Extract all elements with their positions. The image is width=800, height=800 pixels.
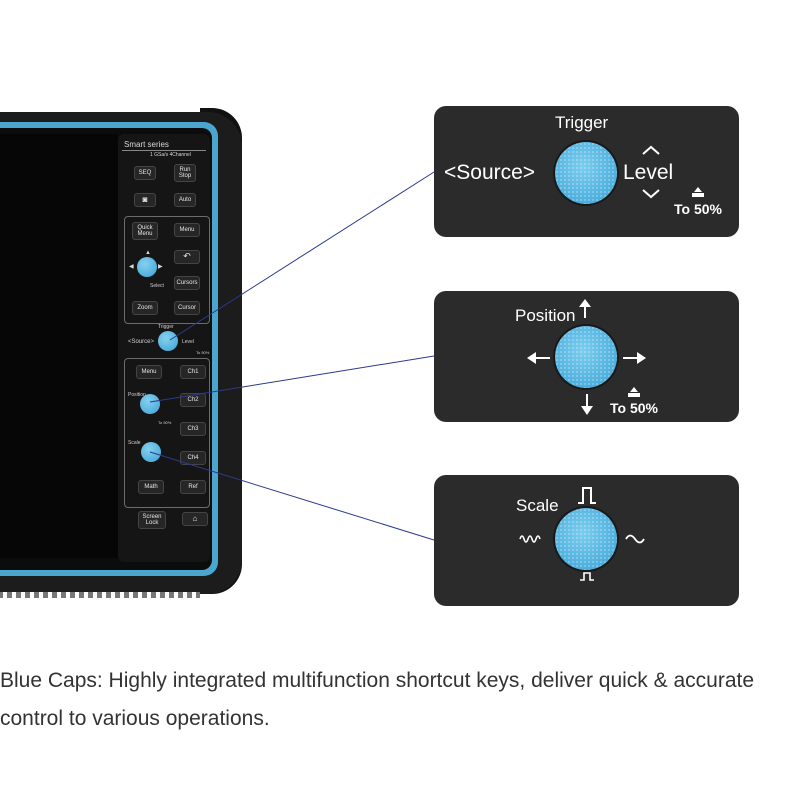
right-arrow-icon: ▶	[158, 264, 163, 270]
scale-label: Scale	[128, 440, 141, 446]
home-icon: ⌂	[192, 513, 198, 523]
caption-text: Blue Caps: Highly integrated multifuncti…	[0, 669, 755, 730]
ref-button[interactable]: Ref	[180, 480, 206, 494]
sine-wave-dense-icon	[519, 535, 541, 543]
spec-label: 1 GSa/s 4Channel	[150, 152, 191, 158]
level-label: Level	[182, 339, 194, 345]
position-knob-large	[555, 326, 617, 388]
scale-knob-large	[555, 508, 617, 570]
series-divider	[122, 150, 206, 151]
arrow-up-icon	[579, 299, 591, 318]
device-grip	[0, 592, 200, 598]
arrow-down-icon	[581, 394, 593, 415]
ch1-button[interactable]: Ch1	[180, 365, 206, 379]
left-arrow-icon: ◀	[129, 264, 134, 270]
callout-source-label: <Source>	[444, 161, 536, 184]
trigger-leader-line	[169, 171, 435, 341]
to50-label: To 50%	[158, 420, 172, 425]
zoom-button[interactable]: Zoom	[132, 301, 158, 315]
pulse-narrow-icon	[580, 572, 594, 581]
ch3-button[interactable]: Ch3	[180, 422, 206, 436]
push-icon	[628, 387, 640, 397]
scale-leader-line	[149, 451, 435, 541]
screen-lock-button[interactable]: Screen Lock	[138, 511, 166, 529]
chevron-down-icon	[642, 189, 660, 199]
quick-menu-button[interactable]: Quick Menu	[132, 222, 158, 240]
arrow-right-icon	[623, 352, 646, 364]
home-button[interactable]: ⌂	[182, 512, 208, 526]
channel-menu-button[interactable]: Menu	[136, 365, 162, 379]
arrow-left-icon	[527, 352, 550, 364]
up-arrow-icon: ▲	[145, 250, 151, 256]
source-label: <Source>	[128, 339, 155, 345]
trigger-label: Trigger	[158, 324, 174, 330]
to50-label: To 50%	[196, 350, 210, 355]
ch4-button[interactable]: Ch4	[180, 451, 206, 465]
pulse-wave-icon	[578, 487, 596, 504]
sine-wave-icon	[625, 534, 645, 544]
auto-button[interactable]: Auto	[174, 193, 196, 207]
callout-trigger-title: Trigger	[555, 113, 609, 132]
menu-button[interactable]: Menu	[174, 223, 200, 237]
push-icon	[692, 187, 704, 197]
select-knob[interactable]	[137, 257, 157, 277]
position-label: Position	[128, 392, 146, 398]
back-button[interactable]: ↶	[174, 250, 200, 264]
device-screen	[0, 134, 118, 558]
select-label: Select	[150, 283, 164, 289]
position-leader-line	[149, 355, 435, 403]
menu-group	[124, 216, 210, 324]
series-label: Smart series	[124, 140, 169, 149]
callout-position-to50: To 50%	[610, 400, 658, 416]
channel-group	[124, 358, 210, 508]
back-arrow-icon: ↶	[183, 251, 191, 262]
trigger-knob-large	[555, 142, 617, 204]
seq-button[interactable]: SEQ	[134, 166, 156, 180]
callout-scale-title: Scale	[516, 496, 559, 515]
callout-trigger-to50: To 50%	[674, 201, 722, 217]
callout-level-label: Level	[623, 161, 674, 184]
chevron-up-icon	[642, 145, 660, 155]
run-stop-button[interactable]: Run Stop	[174, 164, 196, 182]
camera-button[interactable]: ◙	[134, 193, 156, 207]
camera-icon: ◙	[142, 194, 148, 204]
position-knob[interactable]	[140, 394, 160, 414]
cursors-button[interactable]: Cursors	[174, 276, 200, 290]
trigger-knob[interactable]	[158, 331, 178, 351]
math-button[interactable]: Math	[138, 480, 164, 494]
cursor-b-button[interactable]: Cursor	[174, 301, 200, 315]
callout-position-title: Position	[515, 306, 576, 325]
